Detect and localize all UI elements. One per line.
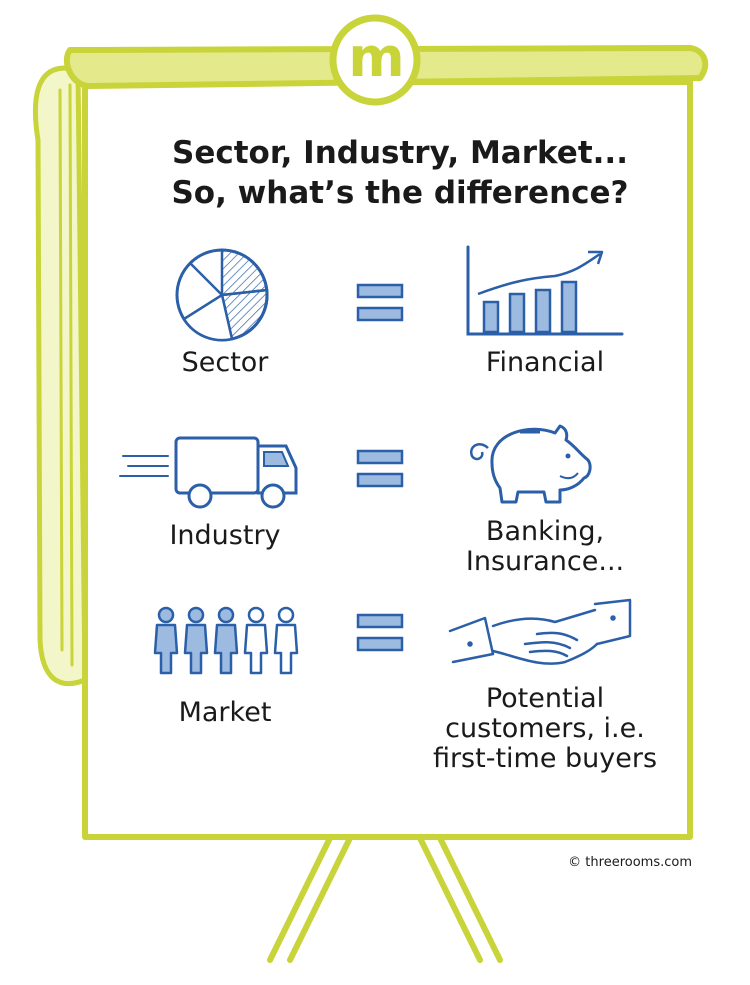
pie-chart-icon (175, 248, 269, 342)
equals-icon (356, 613, 404, 652)
piggy-bank-icon (469, 424, 592, 504)
industry-label: Industry (169, 520, 281, 551)
sector-label: Sector (181, 347, 269, 378)
delivery-truck-icon (119, 436, 298, 509)
page-title: Sector, Industry, Market... So, what’s t… (120, 133, 680, 214)
equals-icon (356, 283, 404, 322)
copyright-text: © threerooms.com (568, 855, 692, 870)
financial-label: Financial (485, 347, 605, 378)
handshake-icon (448, 598, 632, 665)
bar-chart-growth-icon (466, 245, 624, 336)
market-label: Market (178, 697, 272, 728)
title-line-2: So, what’s the difference? (171, 175, 629, 212)
banking-line: Banking, (485, 516, 605, 547)
insurance-line: Insurance... (465, 546, 625, 578)
people-group-icon (153, 606, 299, 675)
banking-insurance-label: Banking, Insurance... (440, 516, 650, 578)
logo-mark: m (348, 26, 404, 89)
easel-legs (267, 835, 503, 963)
customers-line: customers, i.e. (445, 713, 645, 745)
equals-icon (356, 449, 404, 488)
potential-line: Potential (485, 683, 605, 714)
buyers-line: first-time buyers (432, 743, 658, 775)
potential-customers-label: Potential customers, i.e. first-time buy… (420, 683, 670, 775)
title-line-1: Sector, Industry, Market... (172, 135, 628, 171)
logo-circle (329, 14, 421, 106)
